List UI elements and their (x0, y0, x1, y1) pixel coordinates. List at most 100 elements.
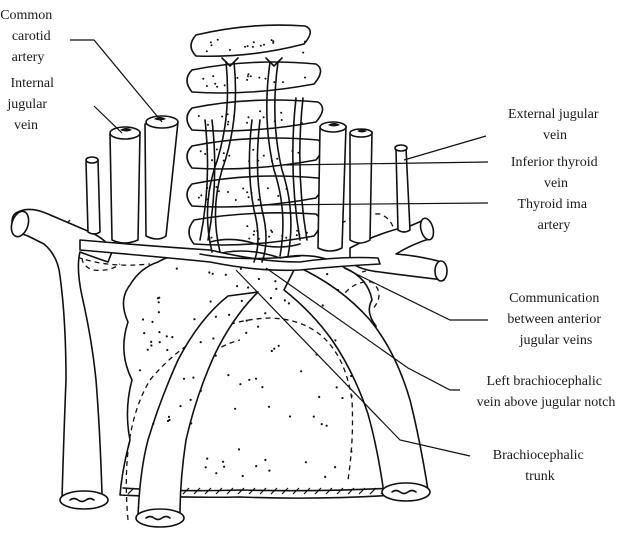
trunk-cut-bottom (136, 509, 184, 527)
stipple-dot (268, 406, 270, 408)
stipple-dot (159, 341, 161, 343)
stipple-dot (247, 286, 249, 288)
stipple-dot (200, 390, 202, 392)
stipple-dot (250, 75, 252, 77)
label-brachiocephalic-trunk: Brachiocephalic trunk (493, 448, 587, 484)
stipple-dot (264, 312, 266, 314)
leader-inferior-thyroid (286, 162, 488, 165)
stipple-dot (247, 75, 249, 77)
stipple-dot (206, 85, 208, 87)
stipple-dot (239, 383, 241, 385)
label-communication-anterior-jugular: Communication between anterior jugular v… (507, 291, 604, 348)
label-inferior-thyroid-vein: Inferior thyroid vein (511, 155, 601, 191)
internal-jugular-right-vessel (350, 132, 372, 243)
stipple-dot (208, 271, 210, 273)
stipple-dot (171, 336, 173, 338)
common-carotid-artery-vessel (145, 122, 178, 239)
label-thyroid-ima-artery: Thyroid ima artery (517, 197, 590, 233)
stipple-dot (207, 124, 209, 126)
stipple-dot (264, 459, 266, 461)
stipple-dot (200, 194, 202, 196)
stipple-dot (210, 300, 212, 302)
stipple-dot (190, 422, 192, 424)
stipple-dot (265, 78, 267, 80)
stipple-dot (236, 77, 238, 79)
stipple-dot (280, 112, 282, 114)
vein-cut-bottom-right (382, 483, 430, 501)
stipple-dot (271, 39, 273, 41)
stipple-dot (229, 49, 231, 51)
stipple-dot (263, 44, 265, 46)
stipple-dot (267, 187, 269, 189)
tracheal-ring (187, 62, 321, 93)
stipple-dot (157, 297, 159, 299)
right-brachiocephalic-vein (12, 209, 112, 498)
label-internal-jugular-vein: Internal jugular vein (6, 76, 57, 133)
stipple-dot (275, 288, 277, 290)
stipple-dot (252, 46, 254, 48)
stipple-dot (351, 395, 353, 397)
leader-external-jugular (404, 136, 486, 160)
stipple-dot (268, 470, 270, 472)
stipple-dot (142, 318, 144, 320)
stipple-dot (212, 273, 214, 275)
stipple-dot (152, 423, 154, 425)
external-jugular-right-top (395, 145, 407, 151)
stipple-dot (341, 397, 343, 399)
stipple-dot (200, 150, 202, 152)
leader-common-carotid (70, 40, 162, 122)
stipple-dot (321, 423, 323, 425)
stipple-dot (168, 419, 170, 421)
stipple-dot (206, 458, 208, 460)
stipple-dot (305, 461, 307, 463)
stipple-dot (158, 301, 160, 303)
stipple-dot (214, 83, 216, 85)
internal-jugular-vein-vessel (110, 132, 140, 243)
stipple-dot (216, 86, 218, 88)
stipple-dot (258, 77, 260, 79)
stipple-dot (296, 234, 298, 236)
stipple-dot (225, 274, 227, 276)
stipple-dot (176, 268, 178, 270)
stipple-dot (253, 234, 255, 236)
stipple-dot (300, 370, 302, 372)
stipple-dot (350, 375, 352, 377)
stipple-dot (258, 199, 260, 201)
stipple-dot (147, 349, 149, 351)
stipple-dot (204, 153, 206, 155)
stipple-dot (272, 42, 274, 44)
stipple-dot (198, 115, 200, 117)
stipple-dot (246, 225, 248, 227)
stipple-dot (158, 311, 160, 313)
stipple-dot (205, 466, 207, 468)
stipple-dot (271, 350, 273, 352)
stipple-dot (217, 39, 219, 41)
stipple-dot (192, 377, 194, 379)
stipple-dot (224, 84, 226, 86)
stipple-dot (151, 321, 153, 323)
stipple-dot (241, 300, 243, 302)
stipple-dot (278, 345, 280, 347)
stipple-dot (166, 335, 168, 337)
external-jugular-vein-right (396, 148, 410, 232)
vein-cut-bottom-left (60, 491, 108, 509)
stipple-dot (252, 149, 254, 151)
vein-cut-end-right-2 (435, 261, 447, 281)
stipple-dot (190, 399, 192, 401)
leader-thyroid-ima (260, 203, 488, 205)
stipple-dot (202, 78, 204, 80)
stipple-dot (234, 408, 236, 410)
stipple-dot (326, 273, 328, 275)
stipple-dot (253, 41, 255, 43)
stipple-dot (150, 341, 152, 343)
stipple-dot (274, 280, 276, 282)
stipple-dot (247, 73, 249, 75)
stipple-dot (206, 50, 208, 52)
stipple-dot (304, 77, 306, 79)
stipple-dot (334, 466, 336, 468)
stipple-dot (227, 374, 229, 376)
stipple-dot (248, 379, 250, 381)
stipple-dot (260, 45, 262, 47)
stipple-dot (212, 337, 214, 339)
common-carotid-right-vessel (318, 126, 346, 251)
